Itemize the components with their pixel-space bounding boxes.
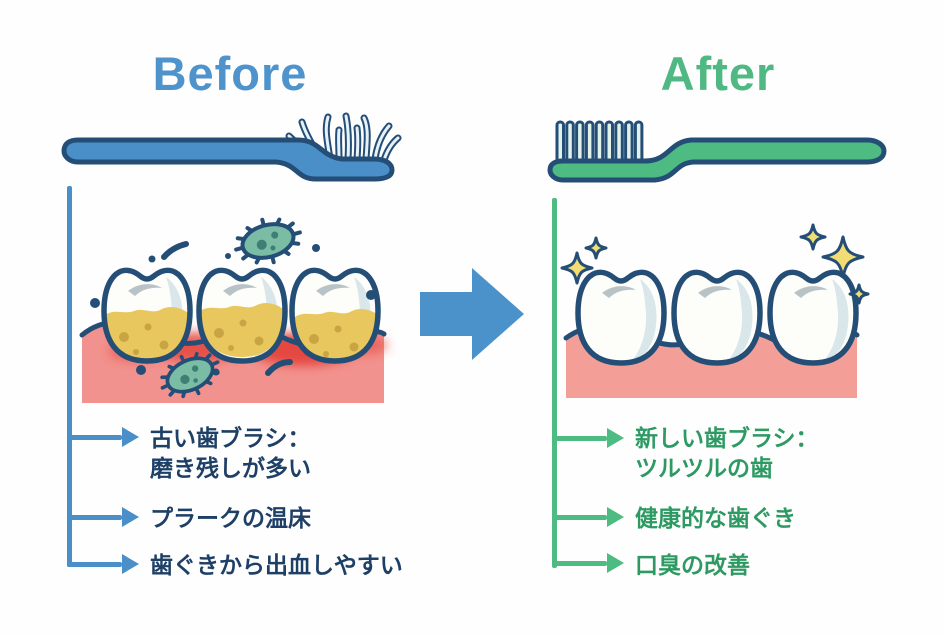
bacteria-icon	[228, 209, 308, 273]
bullet-line: ツルツルの歯	[635, 455, 773, 481]
before-branch-line	[67, 515, 122, 520]
clean-teeth-illustration	[550, 223, 870, 398]
before-bullet-old-brush: 古い歯ブラシ： 磨き残しが多い	[150, 423, 311, 483]
tooth-with-plaque	[102, 270, 192, 363]
before-to-after-arrow-icon	[420, 268, 524, 360]
straight-bristles	[555, 120, 644, 166]
before-branch-line	[67, 435, 122, 440]
after-bullet-new-brush: 新しい歯ブラシ： ツルツルの歯	[635, 423, 819, 483]
sparkle-icon	[799, 223, 827, 251]
tooth-with-plaque	[197, 270, 287, 361]
plaque-teeth-illustration	[79, 209, 388, 408]
bullet-line: 口臭の改善	[635, 552, 750, 578]
bullet-arrow-icon	[122, 427, 139, 447]
bullet-arrow-icon	[607, 428, 624, 448]
after-bracket-line	[552, 198, 557, 568]
bullet-line: 古い歯ブラシ：	[150, 425, 311, 451]
worn-toothbrush-icon	[61, 112, 402, 182]
clean-tooth	[770, 272, 856, 363]
before-bullet-plaque: プラークの温床	[150, 503, 311, 533]
bullet-line: 磨き残しが多い	[150, 455, 311, 481]
after-title: After	[660, 47, 776, 100]
clean-tooth	[578, 272, 664, 363]
bullet-arrow-icon	[607, 553, 624, 573]
green-handle	[547, 137, 887, 183]
bullet-line: 歯ぐきから出血しやすい	[150, 552, 403, 578]
after-branch-line	[552, 561, 607, 566]
bullet-arrow-icon	[122, 507, 139, 527]
after-bullet-healthy-gums: 健康的な歯ぐき	[635, 503, 796, 533]
new-toothbrush-icon	[547, 120, 887, 183]
after-bullet-breath: 口臭の改善	[635, 550, 750, 580]
bullet-line: 新しい歯ブラシ：	[635, 425, 819, 451]
debris-dots	[90, 241, 376, 376]
after-branch-line	[552, 436, 607, 441]
blue-handle	[61, 137, 395, 182]
clean-tooth	[674, 272, 760, 363]
before-title: Before	[152, 47, 308, 100]
before-branch-line	[67, 562, 122, 567]
bullet-arrow-icon	[122, 554, 139, 574]
sparkle-icon	[584, 236, 608, 260]
bullet-line: 健康的な歯ぐき	[635, 505, 796, 531]
bullet-arrow-icon	[607, 507, 624, 527]
after-branch-line	[552, 515, 607, 520]
before-bullet-bleeding: 歯ぐきから出血しやすい	[150, 550, 403, 580]
bullet-line: プラークの温床	[150, 505, 311, 531]
before-bracket-line	[67, 186, 72, 567]
